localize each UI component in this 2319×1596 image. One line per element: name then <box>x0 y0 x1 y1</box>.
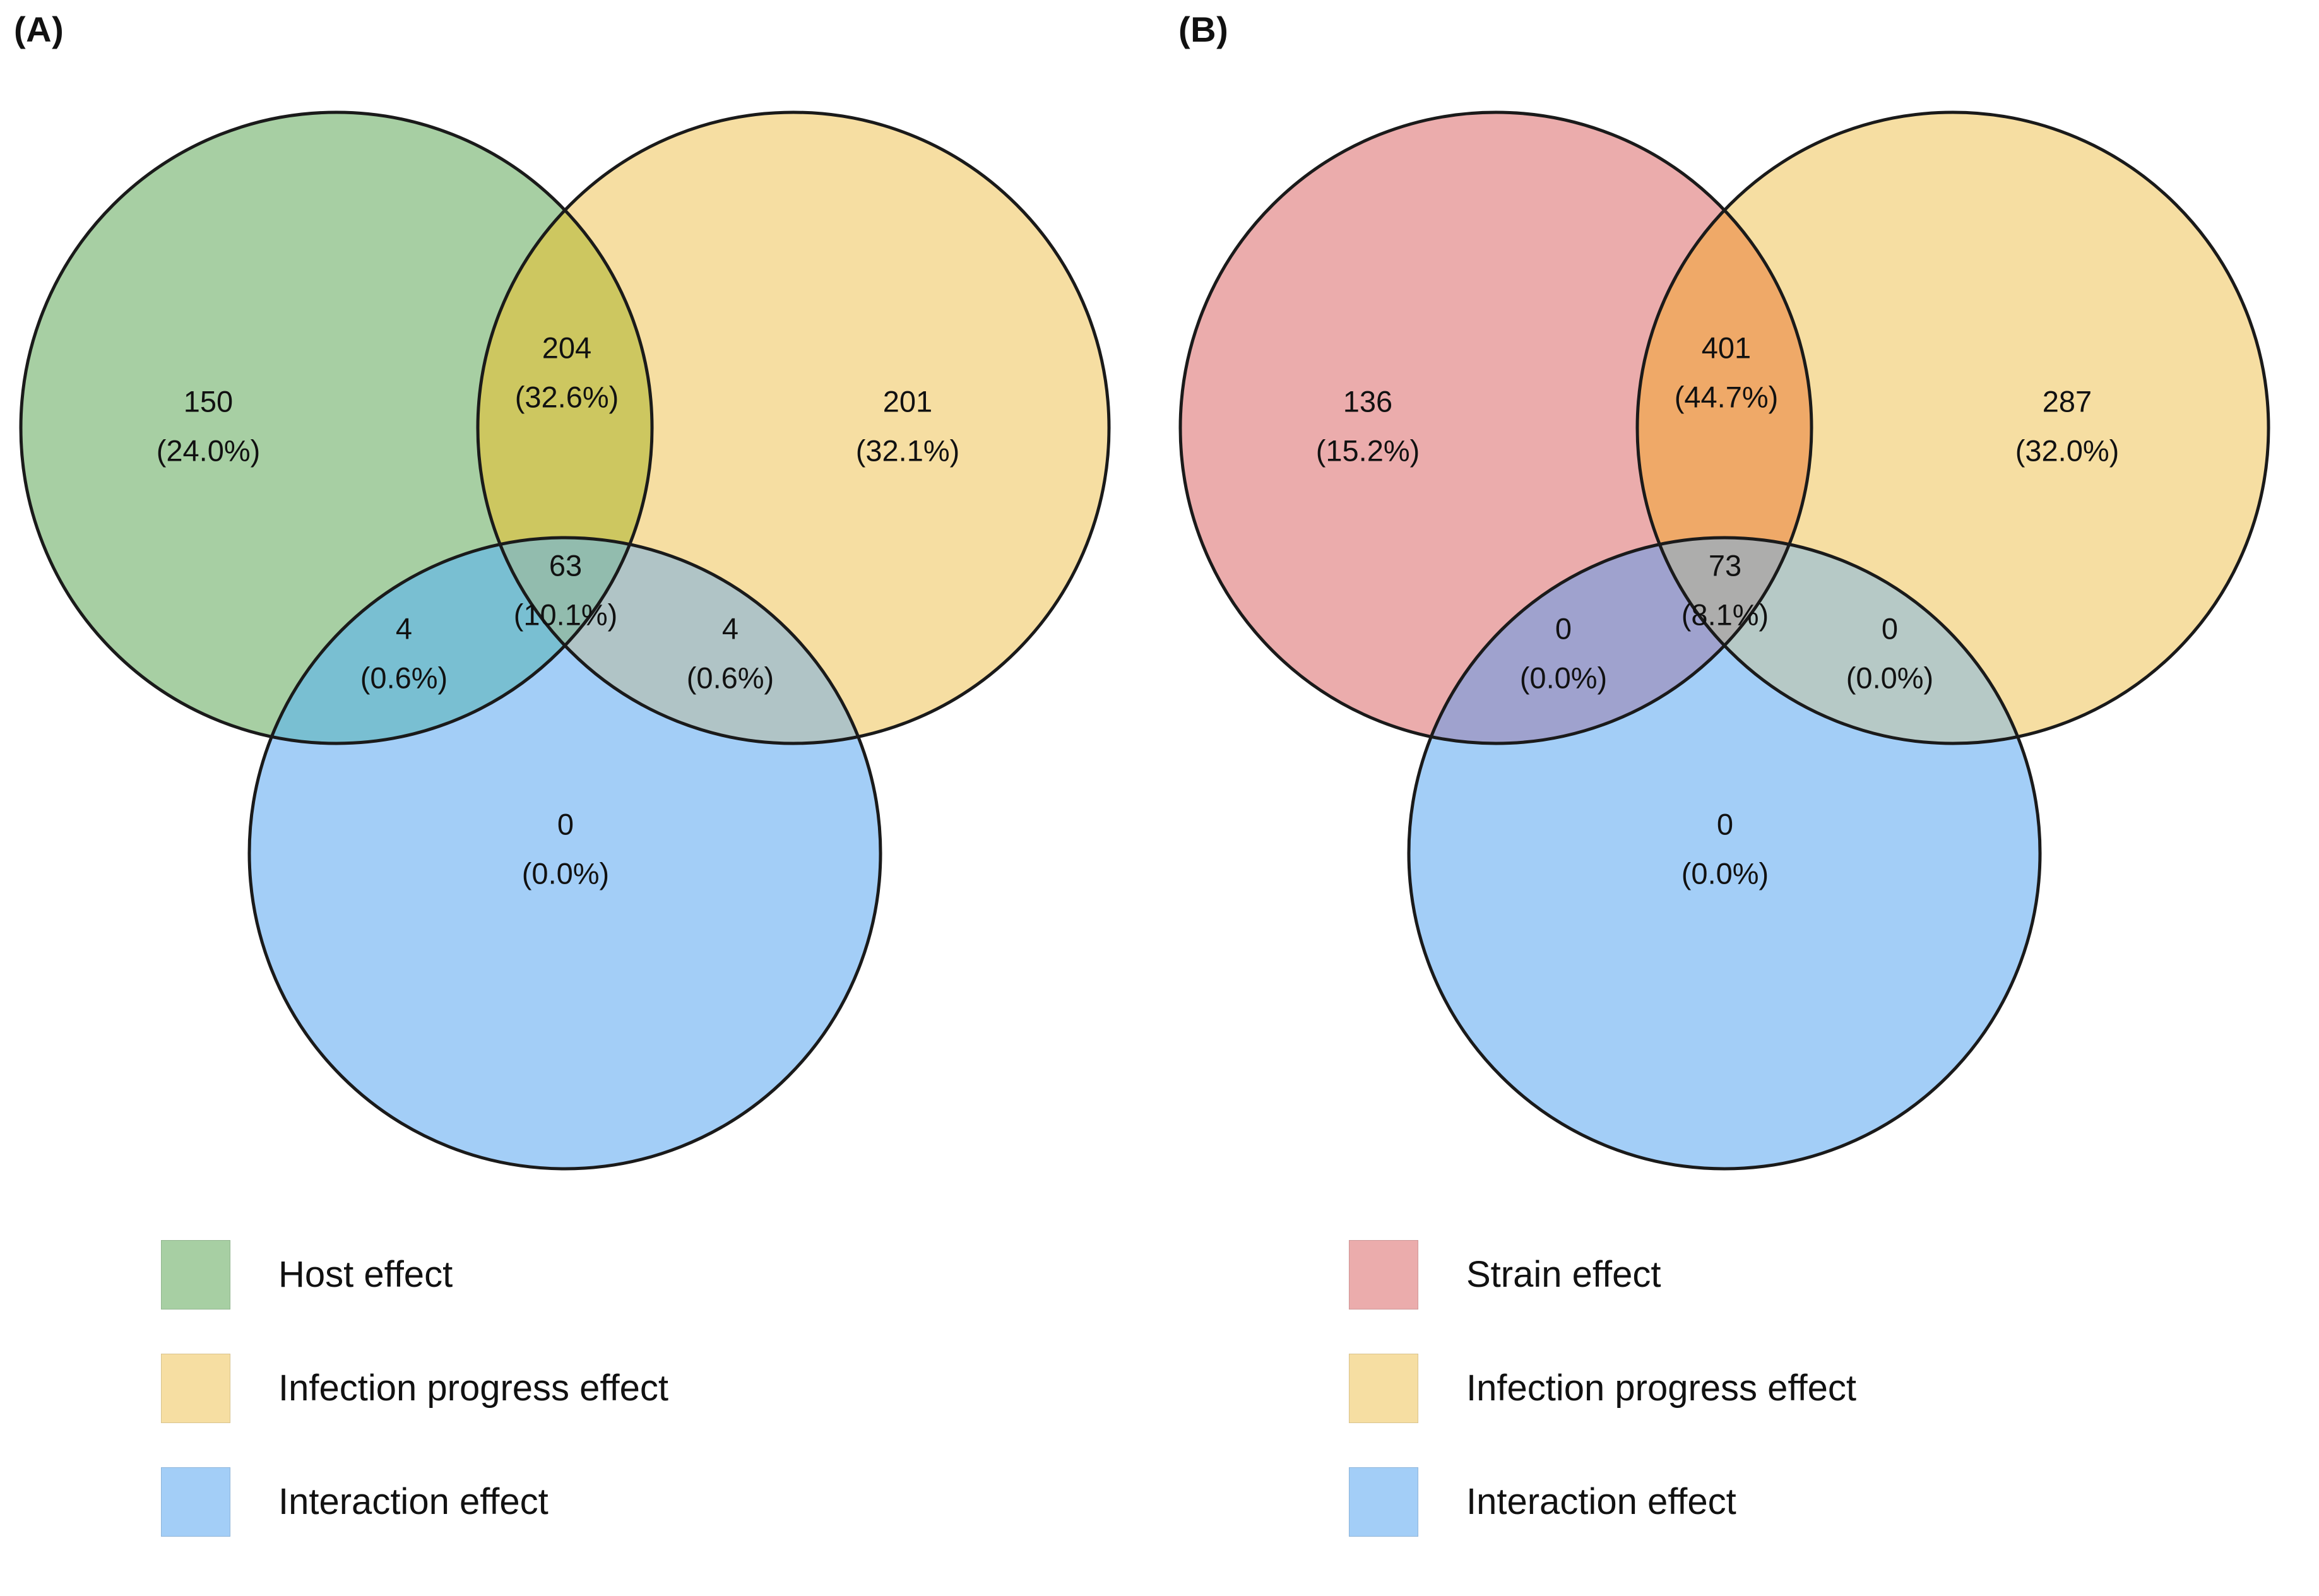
region-percent: (32.0%) <box>2015 434 2120 467</box>
venn-overlap-strain-interaction <box>1409 538 1812 743</box>
panel-a-venn: 150 (24.0%) 204 (32.6%) 201 (32.1%) 4 (0… <box>19 110 1111 1171</box>
region-percent: (10.1%) <box>514 598 618 631</box>
region-count: 63 <box>549 548 582 582</box>
panel-b-venn: 136 (15.2%) 401 (44.7%) 287 (32.0%) 0 (0… <box>1178 110 2270 1171</box>
panel-a-legend: Host effect Infection progress effect In… <box>161 1218 1108 1559</box>
venn-region-yellow-blue: 4 (0.6%) <box>687 612 774 694</box>
region-count: 201 <box>883 384 932 418</box>
legend-swatch-infection-progress <box>1349 1354 1418 1423</box>
legend-label-interaction: Interaction effect <box>1466 1481 1736 1522</box>
region-percent: (0.0%) <box>1681 856 1769 890</box>
venn-region-green-blue: 4 (0.6%) <box>360 612 448 694</box>
legend-item-infection-progress[interactable]: Infection progress effect <box>161 1332 1108 1445</box>
region-count: 4 <box>396 612 412 645</box>
venn-region-pink-only: 136 (15.2%) <box>1316 384 1420 467</box>
region-count: 401 <box>1702 331 1751 364</box>
region-percent: (0.0%) <box>1520 661 1607 694</box>
legend-label-interaction: Interaction effect <box>278 1481 549 1522</box>
venn-outline-host <box>19 110 654 745</box>
venn-region-yellow-blue: 0 (0.0%) <box>1846 612 1933 694</box>
legend-label-strain: Strain effect <box>1466 1254 1661 1295</box>
panel-b-legend: Strain effect Infection progress effect … <box>1349 1218 2296 1559</box>
legend-item-interaction[interactable]: Interaction effect <box>1349 1445 2296 1559</box>
venn-overlap-infection-interaction <box>478 538 881 743</box>
legend-item-infection-progress[interactable]: Infection progress effect <box>1349 1332 2296 1445</box>
venn-region-yellow-only: 287 (32.0%) <box>2015 384 2120 467</box>
venn-region-yellow-only: 201 (32.1%) <box>856 384 960 467</box>
panel-b: (B) <box>1160 0 2319 1596</box>
venn-region-green-only: 150 (24.0%) <box>157 384 261 467</box>
legend-swatch-infection-progress <box>161 1354 230 1423</box>
region-count: 4 <box>722 612 738 645</box>
region-count: 0 <box>1717 807 1733 841</box>
panel-b-label: (B) <box>1178 9 1229 49</box>
region-percent: (8.1%) <box>1681 598 1769 631</box>
legend-swatch-strain <box>1349 1240 1418 1309</box>
legend-item-interaction[interactable]: Interaction effect <box>161 1445 1108 1559</box>
venn-outline-infection-progress <box>1635 110 2270 745</box>
venn-region-blue-only: 0 (0.0%) <box>1681 807 1769 890</box>
region-count: 0 <box>1555 612 1572 645</box>
legend-item-host[interactable]: Host effect <box>161 1218 1108 1332</box>
venn-region-green-yellow: 204 (32.6%) <box>515 331 619 413</box>
region-count: 0 <box>557 807 574 841</box>
panel-a-label: (A) <box>14 9 64 49</box>
panel-a: (A) <box>14 9 1111 1559</box>
region-percent: (44.7%) <box>1675 380 1779 413</box>
venn-outline-strain <box>1178 110 1813 745</box>
region-count: 0 <box>1882 612 1898 645</box>
region-percent: (0.6%) <box>360 661 448 694</box>
legend-swatch-interaction <box>1349 1467 1418 1537</box>
legend-label-host: Host effect <box>278 1254 453 1295</box>
region-count: 73 <box>1709 548 1741 582</box>
region-percent: (15.2%) <box>1316 434 1420 467</box>
venn-outline-infection-progress <box>476 110 1111 745</box>
venn-overlap-host-interaction <box>249 538 652 743</box>
venn-outline-interaction <box>247 536 882 1171</box>
region-count: 136 <box>1343 384 1392 418</box>
venn-outline-interaction <box>1407 536 2042 1171</box>
region-percent: (0.6%) <box>687 661 774 694</box>
region-percent: (32.1%) <box>856 434 960 467</box>
legend-swatch-interaction <box>161 1467 230 1537</box>
venn-region-all-three: 63 (10.1%) <box>514 548 618 631</box>
legend-label-infection-progress: Infection progress effect <box>1466 1368 1856 1409</box>
region-percent: (0.0%) <box>1846 661 1933 694</box>
region-percent: (0.0%) <box>522 856 609 890</box>
venn-overlap-infection-interaction <box>1637 538 2040 743</box>
venn-region-pink-blue: 0 (0.0%) <box>1520 612 1607 694</box>
legend-swatch-host <box>161 1240 230 1309</box>
region-percent: (32.6%) <box>515 380 619 413</box>
region-count: 150 <box>184 384 233 418</box>
venn-region-blue-only: 0 (0.0%) <box>522 807 609 890</box>
legend-label-infection-progress: Infection progress effect <box>278 1368 668 1409</box>
legend-item-strain[interactable]: Strain effect <box>1349 1218 2296 1332</box>
region-count: 287 <box>2043 384 2092 418</box>
venn-region-pink-yellow: 401 (44.7%) <box>1675 331 1779 413</box>
venn-region-all-three: 73 (8.1%) <box>1681 548 1769 631</box>
region-count: 204 <box>542 331 591 364</box>
region-percent: (24.0%) <box>157 434 261 467</box>
